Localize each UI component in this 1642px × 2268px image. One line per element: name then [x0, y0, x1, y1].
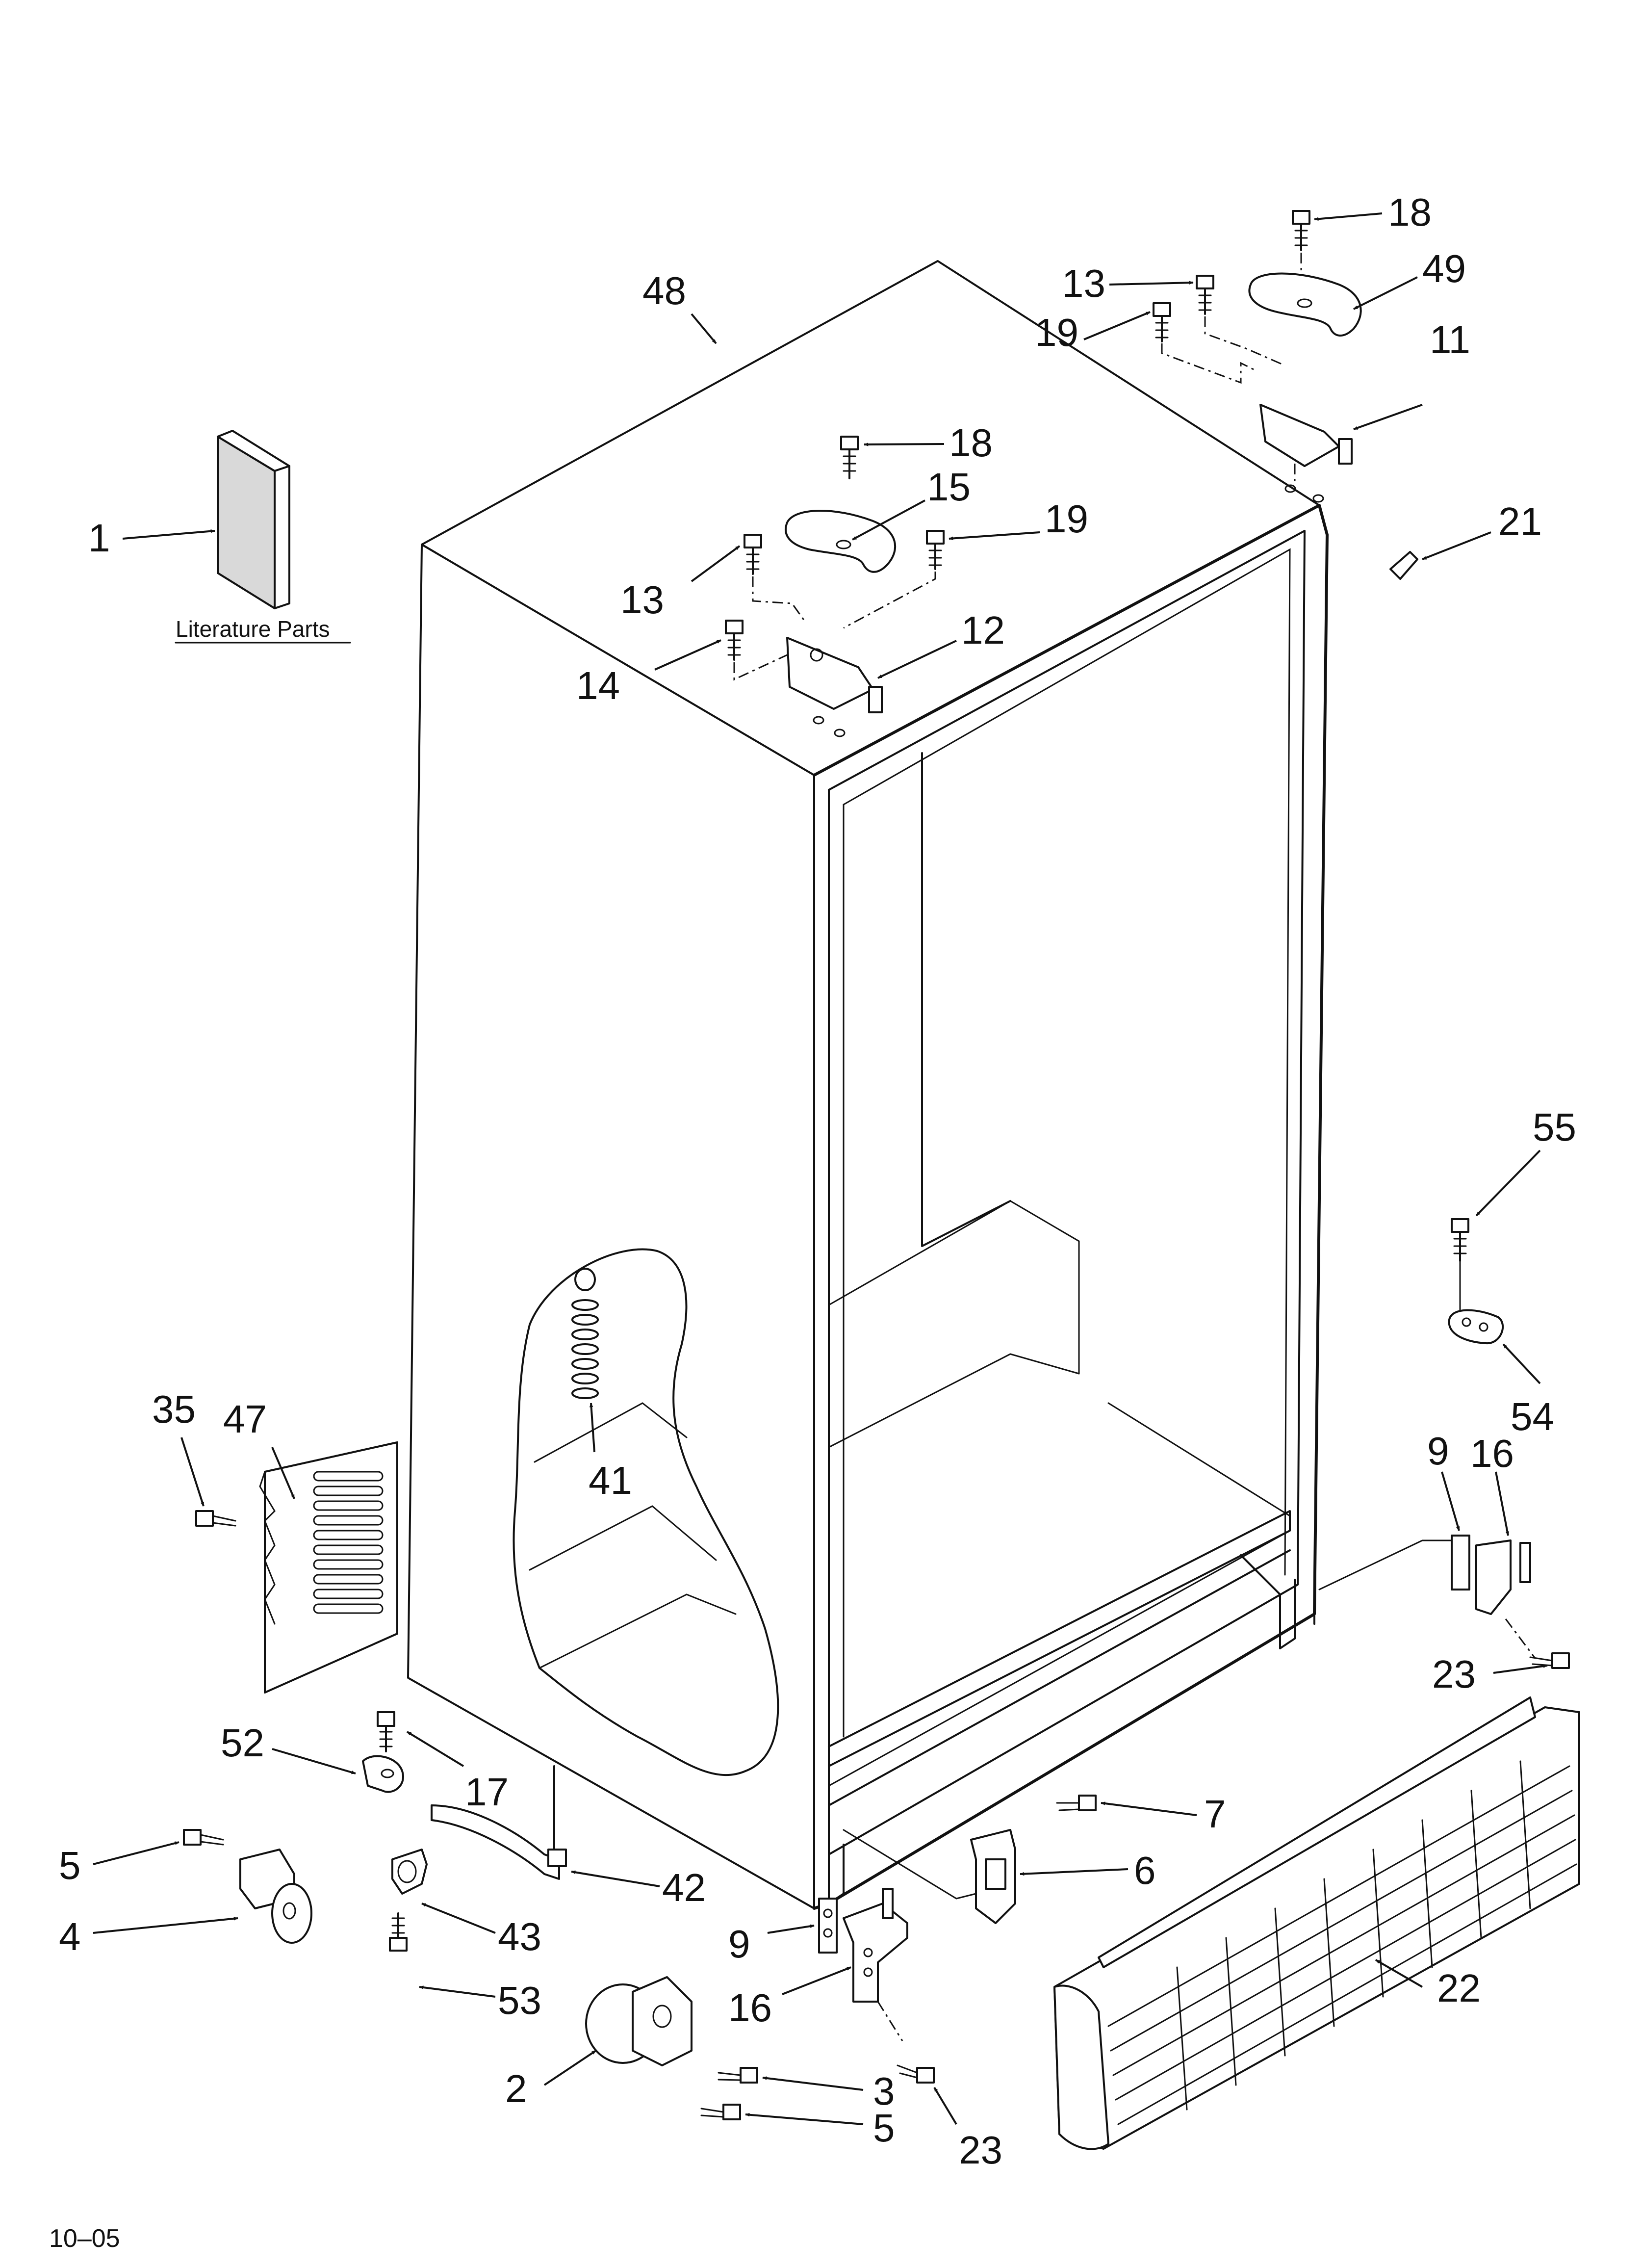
callout-14: 14 [576, 664, 620, 707]
top-hinge-left [725, 436, 945, 713]
callout-3: 3 [873, 2069, 895, 2113]
callout-6: 6 [1134, 1849, 1156, 1892]
screw-23-right [1529, 1652, 1570, 1669]
screw-19-left [926, 530, 945, 570]
callout-21: 21 [1498, 499, 1542, 543]
clamp-43 [391, 1849, 428, 1895]
screw-23-center [897, 2064, 935, 2084]
bracket-6 [970, 1829, 1016, 1924]
literature-parts: Literature Parts [175, 430, 351, 644]
screw-3 [718, 2067, 758, 2084]
callout-18: 18 [1388, 190, 1432, 234]
top-hinge-right [1153, 210, 1418, 580]
screw-13-left [744, 534, 762, 575]
screw-53 [389, 1912, 408, 1952]
panel-vents [313, 1471, 384, 1614]
callout-35: 35 [152, 1387, 196, 1431]
callout-17: 17 [465, 1770, 509, 1814]
roller-2 [585, 1976, 693, 2066]
rear-access-panel [195, 1441, 398, 1694]
callout-16: 16 [1470, 1432, 1514, 1475]
date-code: 10–05 [49, 2224, 120, 2253]
callout-19: 19 [1035, 311, 1078, 354]
screw-7 [1056, 1795, 1097, 1811]
callout-53: 53 [498, 1979, 541, 2022]
callout-23: 23 [959, 2128, 1002, 2172]
callout-19: 19 [1045, 497, 1088, 541]
leaders [93, 212, 1548, 2125]
callout-18: 18 [949, 421, 993, 465]
callout-48: 48 [642, 269, 686, 313]
right-lower-hinge [1318, 1218, 1570, 1669]
callout-41: 41 [589, 1459, 632, 1502]
callout-13: 13 [1062, 261, 1105, 305]
coil-tube [571, 1268, 599, 1399]
callout-22: 22 [1437, 1966, 1481, 2010]
bottom-left-parts [183, 1711, 428, 1952]
toe-grille [1053, 1696, 1580, 2150]
callout-52: 52 [221, 1721, 264, 1765]
screw-14 [725, 620, 744, 661]
callout-9: 9 [728, 1922, 750, 1966]
screw-5-center [700, 2104, 741, 2120]
callout-9: 9 [1427, 1429, 1449, 1473]
hinge-16-center [843, 1888, 908, 2003]
callout-42: 42 [662, 1866, 706, 1909]
callout-47: 47 [223, 1397, 267, 1441]
callout-43: 43 [498, 1915, 541, 1958]
screw-35 [195, 1510, 236, 1527]
callout-16: 16 [728, 1986, 772, 2030]
callout-1: 1 [88, 516, 110, 560]
callout-11: 11 [1430, 318, 1470, 362]
callout-2: 2 [505, 2067, 527, 2111]
callout-7: 7 [1204, 1792, 1226, 1836]
refrigerator-cabinet [407, 260, 1329, 1910]
screw-18-left [840, 436, 859, 479]
screw-55 [1451, 1218, 1469, 1262]
callout-15: 15 [927, 465, 971, 509]
callout-12: 12 [961, 608, 1005, 652]
literature-parts-label: Literature Parts [176, 616, 330, 642]
bracket-9-center [818, 1898, 838, 1954]
callout-49: 49 [1422, 247, 1466, 290]
callout-labels: 1 48 18 18 49 13 13 19 19 11 21 15 12 14… [59, 190, 1576, 2172]
callout-5: 5 [873, 2106, 895, 2150]
callout-4: 4 [59, 1915, 81, 1958]
roller-4 [239, 1849, 312, 1944]
screw-13-right [1196, 275, 1214, 315]
callout-13: 13 [620, 578, 664, 622]
screw-17 [377, 1711, 395, 1752]
callout-5: 5 [59, 1844, 81, 1887]
bottom-center-parts [585, 1795, 1097, 2120]
callout-55: 55 [1533, 1105, 1576, 1149]
callout-54: 54 [1511, 1395, 1554, 1438]
screw-5-left [183, 1829, 224, 1846]
callout-23: 23 [1432, 1652, 1476, 1696]
screw-19-right [1153, 302, 1171, 342]
screw-18-right [1292, 210, 1310, 251]
